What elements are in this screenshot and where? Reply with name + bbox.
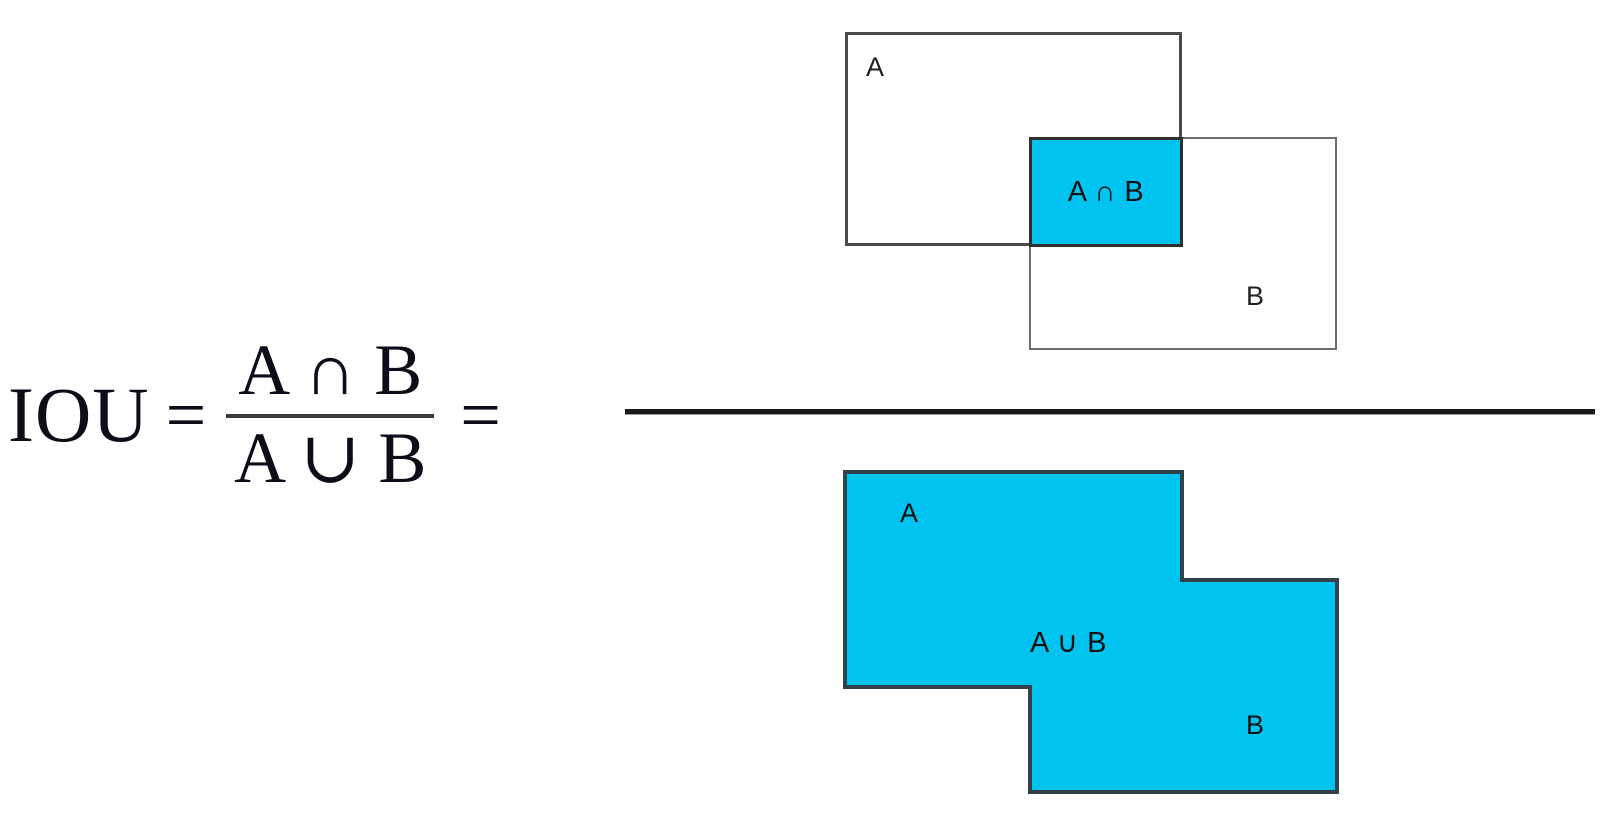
iou-formula: IOU = A ∩ B A ∪ B = <box>8 331 501 496</box>
main-fraction-rule <box>625 409 1595 415</box>
intersection-diagram: A B A ∩ B <box>840 26 1350 361</box>
intersection-label-b: B <box>1246 281 1265 311</box>
fraction-bar <box>226 414 435 418</box>
intersection-region <box>1029 137 1183 247</box>
union-label-b: B <box>1246 710 1265 740</box>
intersection-label-a: A <box>866 52 885 82</box>
formula-numerator: A ∩ B <box>238 330 423 411</box>
union-label-a: A <box>900 498 919 528</box>
union-diagram: A B A ∪ B <box>840 440 1350 810</box>
formula-denominator: A ∪ B <box>234 418 427 498</box>
formula-lhs-iou: IOU <box>8 371 150 458</box>
union-region-label: A ∪ B <box>1030 627 1107 659</box>
union-region-polygon <box>843 470 1339 794</box>
formula-equals-second: = <box>460 375 501 455</box>
intersection-region-label: A ∩ B <box>1067 175 1145 208</box>
formula-fraction: A ∩ B A ∪ B <box>226 330 435 498</box>
union-shape-svg <box>843 470 1339 794</box>
formula-equals-first: = <box>165 375 207 455</box>
